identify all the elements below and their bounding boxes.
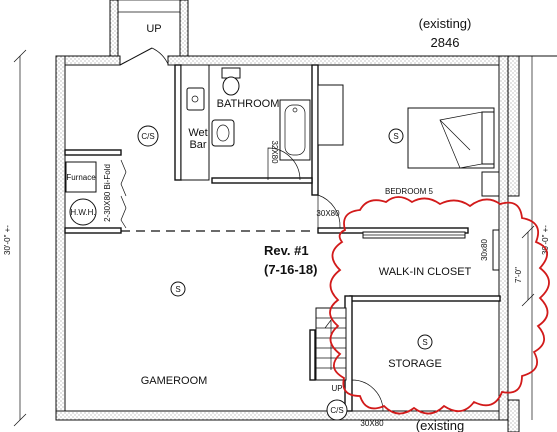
room-label-bathroom: BATHROOM — [217, 98, 280, 110]
cs-label-top: C/S — [141, 132, 154, 141]
dimension-right-label: 30'-0" +- — [541, 225, 550, 255]
smoke-label-closet: S — [422, 338, 427, 347]
dimension-closet — [521, 225, 535, 307]
door-label-closet: 30x80 — [480, 239, 489, 261]
room-label-wet-bar-1: Wet — [188, 127, 207, 139]
smoke-detector-gameroom — [170, 281, 186, 297]
closet-rod — [362, 231, 466, 239]
door-label-bedroom: 30X80 — [316, 209, 340, 218]
bath-door-swing — [267, 147, 301, 181]
room-label-storage: STORAGE — [388, 358, 442, 370]
existing-label-top: (existing) — [419, 16, 472, 31]
cs-label-bottom: C/S — [330, 406, 343, 415]
revision-number: Rev. #1 — [264, 243, 309, 258]
hwh-label: H.W.H. — [70, 208, 95, 217]
door-label-bath: 32X80 — [270, 140, 279, 164]
wet-bar-counter — [180, 64, 210, 181]
smoke-label-bedroom: S — [393, 132, 398, 141]
entry-door — [119, 47, 169, 66]
plan-number: 2846 — [431, 35, 460, 50]
stair-up-label-top: UP — [146, 23, 161, 35]
cs-symbol-bottom — [326, 399, 348, 421]
room-label-gameroom: GAMEROOM — [141, 375, 208, 387]
dimension-left-label: 30'-0" +- — [3, 225, 12, 255]
storage-door-swing — [351, 379, 384, 412]
stair-up-label-bottom: UP — [331, 384, 342, 393]
bifold-doors — [120, 159, 127, 229]
smoke-detector-bedroom — [388, 128, 404, 144]
revision-date: (7-16-18) — [264, 262, 317, 277]
room-label-wet-bar-2: Bar — [189, 139, 206, 151]
bedroom-furniture — [317, 84, 495, 169]
room-label-bedroom: BEDROOM 5 — [385, 187, 434, 196]
bedroom-door-swing — [317, 194, 341, 229]
bathroom-fixtures — [211, 67, 311, 161]
dimension-closet-label: 7'-0" — [514, 267, 523, 283]
door-label-bifold: 2-30X80 Bi-Fold — [103, 164, 112, 222]
water-heater — [69, 198, 97, 226]
revision-cloud — [329, 196, 550, 415]
dimension-left — [13, 49, 27, 427]
bedroom-window-seat — [481, 171, 500, 197]
smoke-detector-closet — [417, 334, 433, 350]
room-label-walk-in-closet: WALK-IN CLOSET — [379, 266, 472, 278]
furnace-unit — [65, 161, 97, 193]
furnace-label: Furnace — [66, 173, 96, 182]
existing-label-bottom: (existing — [416, 418, 464, 432]
closet-door — [492, 229, 500, 271]
smoke-label-gameroom: S — [175, 285, 180, 294]
door-label-storage: 30X80 — [360, 419, 384, 428]
cs-symbol-top — [137, 125, 159, 147]
exterior-walls — [55, 55, 557, 432]
